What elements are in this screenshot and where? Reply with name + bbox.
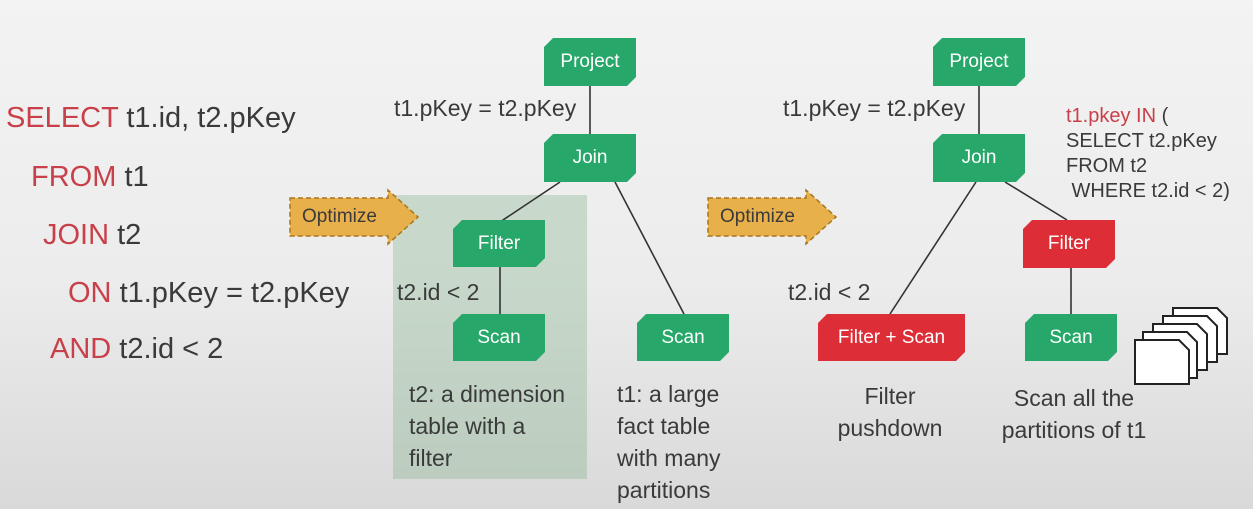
node-scan-partitions: Scan bbox=[1025, 314, 1117, 361]
caption-line: with many bbox=[617, 445, 721, 471]
caption-dimension-table: t2: a dimension table with a filter bbox=[409, 378, 565, 474]
join-condition-right: t1.pKey = t2.pKey bbox=[783, 95, 966, 121]
caption-line: filter bbox=[409, 445, 453, 471]
sql-keyword: AND bbox=[50, 333, 112, 365]
optimize-arrow-right: Optimize bbox=[706, 188, 840, 246]
arrow-right-icon bbox=[707, 188, 838, 246]
edge-join-filter-left bbox=[499, 181, 561, 223]
sql-line-from: FROM t1 bbox=[31, 161, 149, 194]
subquery-line-first: t1.pkey IN ( bbox=[1066, 104, 1230, 129]
node-scan-left: Scan bbox=[453, 314, 545, 361]
caption-filter-pushdown: Filter pushdown bbox=[834, 380, 946, 444]
filter-condition-left: t2.id < 2 bbox=[397, 279, 480, 305]
caption-line: Scan all the bbox=[1013, 385, 1135, 411]
sql-text: t2 bbox=[117, 219, 142, 251]
caption-line: partitions bbox=[617, 477, 711, 503]
node-filter-right: Filter bbox=[1023, 220, 1115, 268]
sql-keyword: FROM bbox=[31, 161, 117, 193]
caption-scan-all-partitions: Scan all the partitions of t1 bbox=[992, 382, 1156, 446]
node-join-right: Join bbox=[933, 134, 1025, 182]
subquery-paren: ( bbox=[1156, 105, 1169, 127]
sql-line-and: AND t2.id < 2 bbox=[50, 333, 223, 366]
arrow-right-icon bbox=[289, 188, 420, 246]
sql-keyword: ON bbox=[68, 277, 112, 309]
subquery-keyword: t1.pkey IN bbox=[1066, 105, 1157, 127]
subquery-predicate: t1.pkey IN ( SELECT t2.pKey FROM t2 WHER… bbox=[1066, 104, 1230, 204]
caption-line: pushdown bbox=[837, 415, 943, 441]
sql-line-select: SELECT t1.id, t2.pKey bbox=[6, 102, 296, 135]
sql-line-join: JOIN t2 bbox=[43, 219, 141, 252]
optimize-arrow-left: Optimize bbox=[288, 188, 422, 246]
sql-keyword: JOIN bbox=[43, 219, 110, 251]
sql-keyword: SELECT bbox=[6, 102, 119, 134]
node-filter-left: Filter bbox=[453, 220, 545, 267]
caption-line: partitions of t1 bbox=[1001, 417, 1147, 443]
caption-line: Filter bbox=[864, 383, 916, 409]
node-scan-right: Scan bbox=[637, 314, 729, 361]
join-condition-left: t1.pKey = t2.pKey bbox=[394, 95, 577, 121]
caption-line: table with a bbox=[409, 413, 526, 439]
node-project-right: Project bbox=[933, 38, 1025, 86]
node-join-left: Join bbox=[544, 134, 636, 182]
sql-text: t1.pKey = t2.pKey bbox=[119, 277, 350, 309]
caption-line: fact table bbox=[617, 413, 711, 439]
optimize-label: Optimize bbox=[302, 206, 377, 227]
node-filter-scan: Filter + Scan bbox=[818, 314, 965, 361]
caption-line: t1: a large bbox=[617, 381, 720, 407]
stacked-pages-icon bbox=[1134, 307, 1228, 385]
sql-text: t1.id, t2.pKey bbox=[126, 102, 296, 134]
subquery-line: WHERE t2.id < 2) bbox=[1066, 180, 1230, 202]
sql-text: t2.id < 2 bbox=[119, 333, 224, 365]
edge-join-scan-left bbox=[614, 181, 685, 315]
sql-line-on: ON t1.pKey = t2.pKey bbox=[68, 277, 349, 310]
edge-join-filterscan-right bbox=[889, 181, 977, 315]
edge-join-filter-right bbox=[1004, 181, 1068, 221]
filter-condition-right: t2.id < 2 bbox=[788, 279, 871, 305]
node-project-left: Project bbox=[544, 38, 636, 86]
subquery-line: FROM t2 bbox=[1066, 155, 1148, 177]
subquery-line: SELECT t2.pKey bbox=[1066, 130, 1217, 152]
caption-fact-table: t1: a large fact table with many partiti… bbox=[617, 378, 721, 506]
caption-line: t2: a dimension bbox=[409, 381, 565, 407]
optimize-label: Optimize bbox=[720, 206, 795, 227]
sql-text: t1 bbox=[124, 161, 149, 193]
